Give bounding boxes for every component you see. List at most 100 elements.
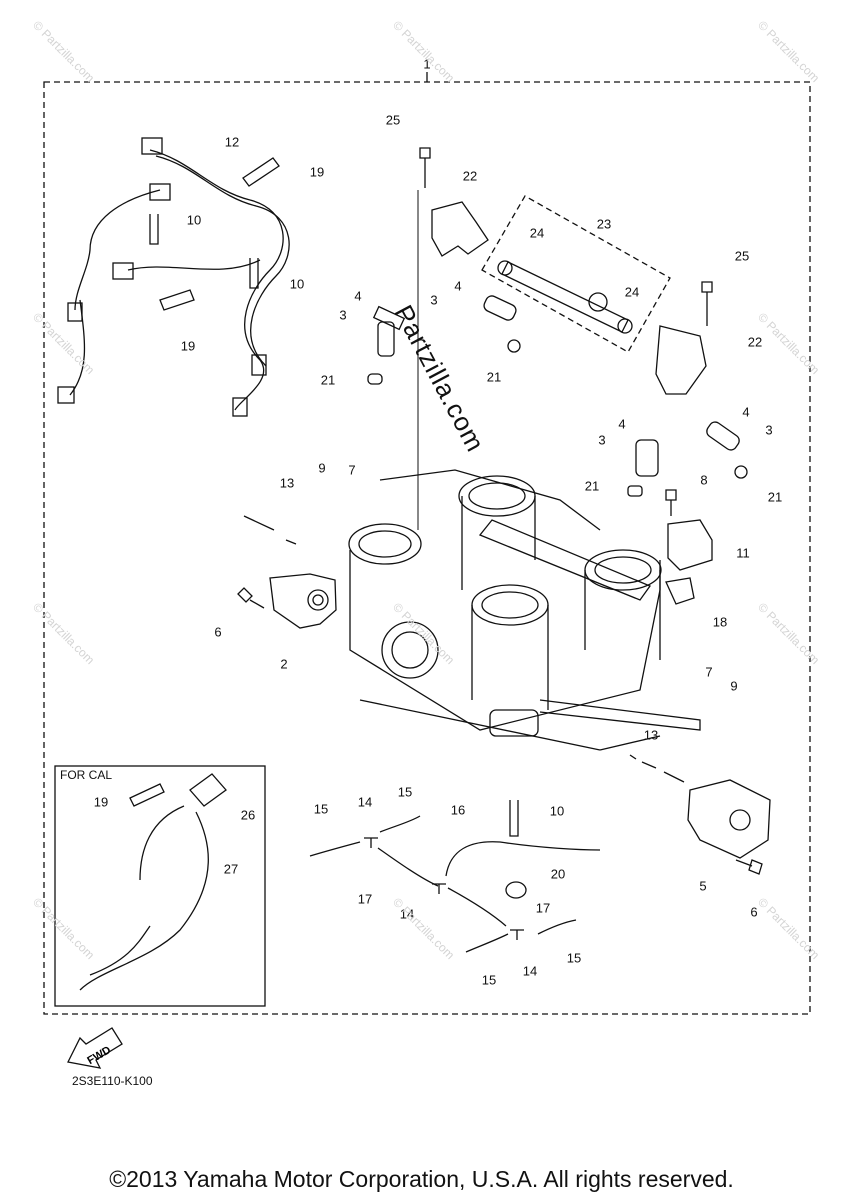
injector-right bbox=[627, 421, 748, 497]
hose-16 bbox=[445, 841, 601, 877]
assembly-frame bbox=[43, 81, 811, 1015]
hose-cal bbox=[139, 805, 185, 881]
callout-label: 26 bbox=[240, 807, 256, 823]
clip-10-a bbox=[149, 214, 159, 245]
callout-label: 24 bbox=[529, 225, 545, 241]
screw-6-right bbox=[735, 859, 763, 875]
callout-label: 4 bbox=[454, 278, 462, 294]
throttle-sensor-5 bbox=[687, 779, 771, 859]
callout-label: 4 bbox=[354, 288, 362, 304]
callout-label: 6 bbox=[750, 904, 758, 920]
callout-label: 7 bbox=[348, 462, 356, 478]
fwd-badge: FWD bbox=[85, 1044, 113, 1067]
callout-label: 21 bbox=[486, 369, 502, 385]
callout-label: 22 bbox=[747, 334, 763, 350]
callout-label: 13 bbox=[279, 475, 295, 491]
callout-label: 17 bbox=[357, 891, 373, 907]
callout-label: 24 bbox=[624, 284, 640, 300]
callout-label: 16 bbox=[450, 802, 466, 818]
hose-cal-b bbox=[89, 925, 151, 976]
drawing-code: 2S3E110-K100 bbox=[72, 1074, 153, 1088]
cap-20 bbox=[505, 881, 527, 899]
joint-26 bbox=[189, 773, 227, 807]
callout-label: 20 bbox=[550, 866, 566, 882]
callout-label: 10 bbox=[549, 803, 565, 819]
throttle-body-part bbox=[348, 469, 701, 751]
clip-10-c bbox=[509, 800, 519, 837]
hose-15-d bbox=[537, 919, 577, 935]
fwd-arrow-icon bbox=[67, 1027, 123, 1069]
hose-15-b bbox=[379, 815, 421, 833]
callout-label: 19 bbox=[93, 794, 109, 810]
callout-label: 3 bbox=[598, 432, 606, 448]
callout-label: 13 bbox=[643, 727, 659, 743]
fuel-rail-part bbox=[497, 260, 633, 334]
callout-label: 23 bbox=[596, 216, 612, 232]
callout-label: 25 bbox=[385, 112, 401, 128]
for-cal-inset-frame bbox=[54, 765, 266, 1007]
copyright-text: ©2013 Yamaha Motor Corporation, U.S.A. A… bbox=[109, 1166, 734, 1192]
bolt-25-b bbox=[701, 281, 713, 326]
pipe-joint-22-b bbox=[655, 325, 707, 395]
joint-14-b bbox=[432, 883, 446, 894]
callout-label: 14 bbox=[522, 963, 538, 979]
callout-label: 9 bbox=[318, 460, 326, 476]
callout-label: 10 bbox=[186, 212, 202, 228]
rail-subassembly-frame bbox=[481, 195, 671, 353]
clip-10-b bbox=[249, 258, 259, 289]
callout-label: 3 bbox=[765, 422, 773, 438]
callout-label: 17 bbox=[535, 900, 551, 916]
callout-label: 4 bbox=[618, 416, 626, 432]
bolt-25-a bbox=[419, 147, 431, 188]
callout-label: 15 bbox=[397, 784, 413, 800]
joint-14-c bbox=[510, 929, 524, 940]
band-19-a bbox=[242, 157, 280, 187]
callout-label: 10 bbox=[289, 276, 305, 292]
wire-harness-part bbox=[57, 137, 290, 417]
callout-label: 1 bbox=[423, 56, 431, 72]
callout-label: 21 bbox=[584, 478, 600, 494]
callout-label: 25 bbox=[734, 248, 750, 264]
callout-label: 18 bbox=[712, 614, 728, 630]
band-19-b bbox=[159, 289, 195, 311]
callout-label: 15 bbox=[313, 801, 329, 817]
callout-label: 27 bbox=[223, 861, 239, 877]
callout-label: 5 bbox=[699, 878, 707, 894]
callout-label: 19 bbox=[180, 338, 196, 354]
callout-label: 12 bbox=[224, 134, 240, 150]
fwd-label: FWD bbox=[85, 1044, 113, 1067]
joint-14-a bbox=[364, 837, 378, 848]
callout-label: 15 bbox=[566, 950, 582, 966]
bolt-8 bbox=[665, 489, 677, 516]
throttle-sensor-2 bbox=[269, 573, 337, 629]
injector-middle bbox=[483, 295, 521, 353]
callout-label: 3 bbox=[430, 292, 438, 308]
screw-6-left bbox=[237, 587, 265, 609]
pressure-sensor-part bbox=[667, 519, 713, 571]
hose-17-b bbox=[447, 887, 507, 927]
callout-label: 15 bbox=[481, 972, 497, 988]
callout-label: 7 bbox=[705, 664, 713, 680]
callout-label: 19 bbox=[309, 164, 325, 180]
bracket-18 bbox=[665, 577, 695, 605]
hose-27 bbox=[79, 811, 209, 991]
callout-label: 4 bbox=[742, 404, 750, 420]
callout-label: 3 bbox=[339, 307, 347, 323]
hose-15-a bbox=[309, 841, 361, 857]
callout-label: 11 bbox=[736, 545, 750, 561]
callout-label: 8 bbox=[700, 472, 708, 488]
callout-label: 21 bbox=[767, 489, 783, 505]
for-cal-label: FOR CAL bbox=[60, 768, 113, 782]
band-19-c bbox=[129, 783, 165, 807]
callout-label: 14 bbox=[399, 906, 415, 922]
hose-17 bbox=[377, 847, 439, 887]
injector-left bbox=[367, 305, 406, 385]
pipe-joint-22-a bbox=[431, 201, 489, 257]
hose-15-c bbox=[465, 933, 509, 953]
callout-label: 9 bbox=[730, 678, 738, 694]
screw-13-left bbox=[243, 515, 297, 545]
callout-label: 21 bbox=[320, 372, 336, 388]
callout-label: 14 bbox=[357, 794, 373, 810]
callout-label: 6 bbox=[214, 624, 222, 640]
